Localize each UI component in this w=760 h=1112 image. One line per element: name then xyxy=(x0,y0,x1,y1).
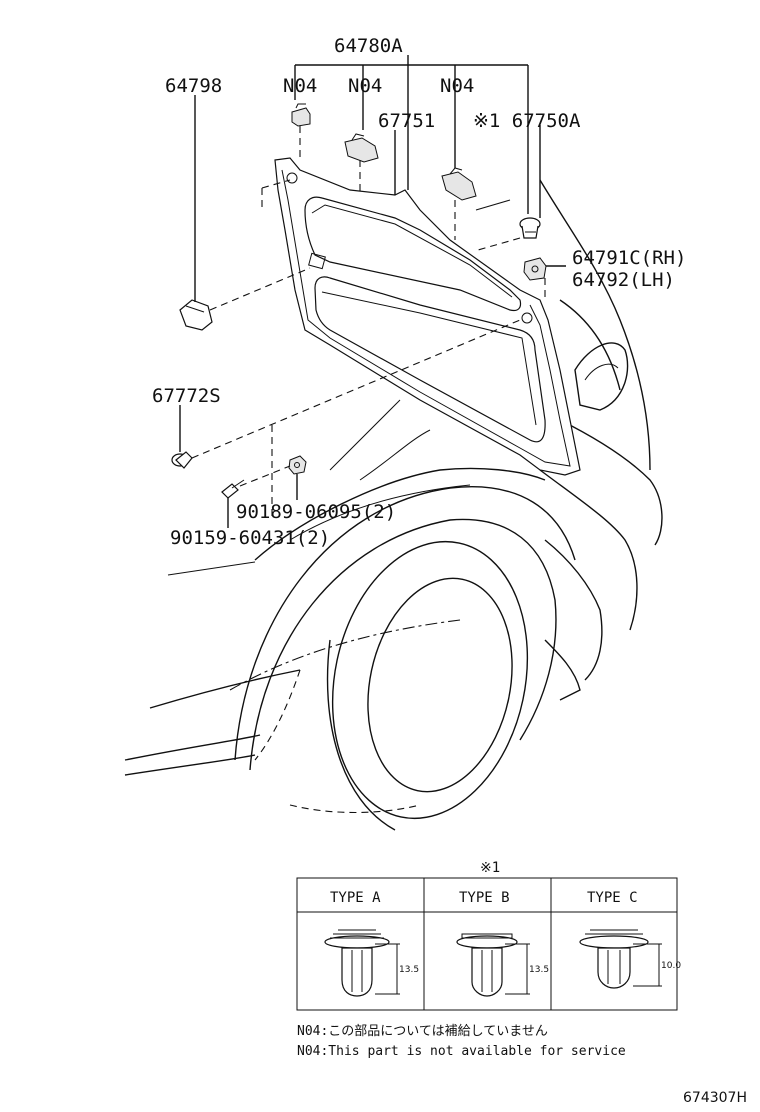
n04-clip-3 xyxy=(441,167,477,201)
leader-lines xyxy=(179,55,566,528)
label-67772s: 67772S xyxy=(152,385,221,407)
clip-67772s xyxy=(171,451,193,469)
n04-clip-1 xyxy=(291,103,311,127)
diagram-code: 674307H xyxy=(683,1090,747,1106)
nut-64791c xyxy=(523,257,547,281)
type-c-label: TYPE C xyxy=(587,890,638,906)
note-en: N04:This part is not available for servi… xyxy=(297,1044,626,1059)
callout-labels: 64780A 64798 N04 N04 N04 67751 ※1 67750A… xyxy=(152,35,686,549)
label-n04-3: N04 xyxy=(440,75,474,97)
clip-67750a xyxy=(519,217,541,239)
type-a-label: TYPE A xyxy=(330,890,381,906)
cover-64798 xyxy=(179,299,213,331)
label-n04-1: N04 xyxy=(283,75,317,97)
label-64780a: 64780A xyxy=(334,35,403,57)
trim-panel-assembly xyxy=(274,157,581,476)
type-b-label: TYPE B xyxy=(459,890,510,906)
install-lines xyxy=(191,126,546,520)
type-a-dimension: 13.5 xyxy=(399,965,419,975)
type-c-clip-drawing: 10.0 xyxy=(579,929,681,989)
label-64792: 64792(LH) xyxy=(572,269,675,291)
clip-type-table: ※1 TYPE A TYPE B TYPE C 13.5 13 xyxy=(296,860,681,1011)
label-67750a: ※1 67750A xyxy=(473,110,581,132)
label-n04-2: N04 xyxy=(348,75,382,97)
type-a-clip-drawing: 13.5 xyxy=(324,929,419,997)
label-64791c: 64791C(RH) xyxy=(572,247,686,269)
label-90189: 90189-06095(2) xyxy=(236,501,396,523)
type-b-dimension: 13.5 xyxy=(529,965,549,975)
note-jp: N04:この部品については補給していません xyxy=(297,1024,548,1039)
nut-90189 xyxy=(288,455,307,475)
type-table-mark: ※1 xyxy=(480,860,500,876)
type-c-dimension: 10.0 xyxy=(661,961,681,971)
screw-90159 xyxy=(221,479,245,499)
type-b-clip-drawing: 13.5 xyxy=(456,933,549,997)
label-64798: 64798 xyxy=(165,75,222,97)
n04-clip-2 xyxy=(344,133,379,163)
label-67751: 67751 xyxy=(378,110,435,132)
label-90159: 90159-60431(2) xyxy=(170,527,330,549)
vehicle-body xyxy=(124,179,663,831)
